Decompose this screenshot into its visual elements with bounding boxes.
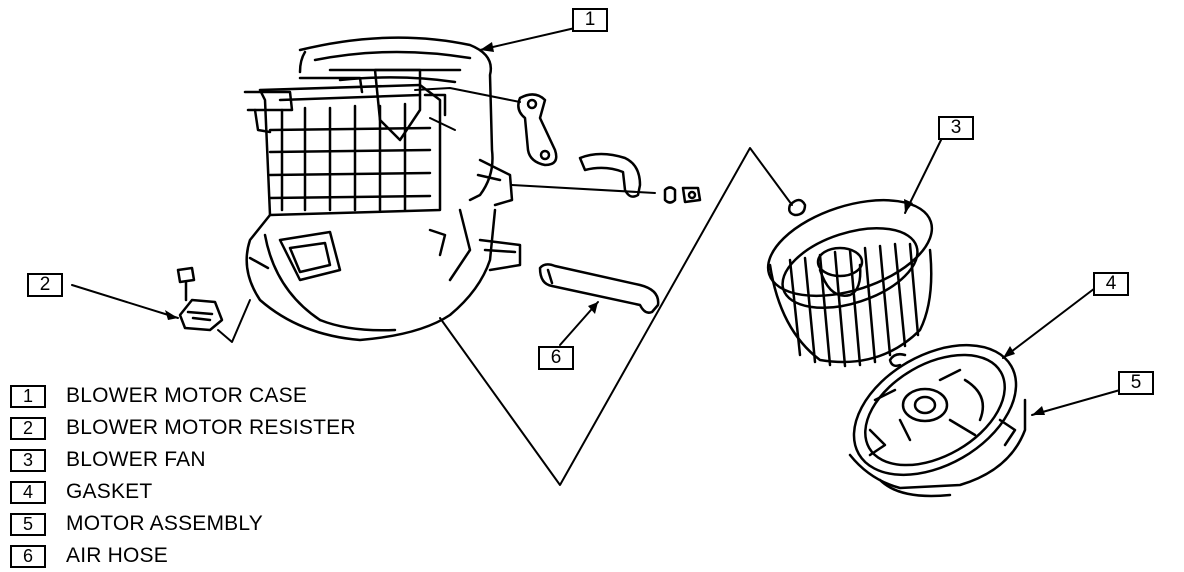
legend-label: MOTOR ASSEMBLY [66,512,263,535]
legend-number: 4 [10,480,46,504]
legend-item: 4 GASKET [10,476,356,508]
legend-number: 1 [10,384,46,408]
legend-item: 3 BLOWER FAN [10,444,356,476]
blower-motor-resister-drawing [176,266,224,332]
arrow-heads [165,42,1045,415]
parts-legend: 1 BLOWER MOTOR CASE 2 BLOWER MOTOR RESIS… [10,380,356,572]
leader-lines [71,27,1121,486]
callout-3: 3 [938,116,974,140]
legend-number: 3 [10,448,46,472]
legend-label: GASKET [66,480,153,503]
callout-5: 5 [1118,371,1154,395]
legend-item: 6 AIR HOSE [10,540,356,572]
legend-number: 2 [10,416,46,440]
callout-4: 4 [1093,272,1129,296]
callout-1: 1 [572,8,608,32]
blower-fan-drawing [766,198,934,368]
blower-motor-case-drawing [243,36,522,342]
motor-assembly-drawing [848,343,1027,498]
linkage-parts-drawing [517,93,702,204]
legend-label: BLOWER FAN [66,448,206,471]
air-hose-drawing [538,263,660,314]
callout-6: 6 [538,346,574,370]
legend-item: 5 MOTOR ASSEMBLY [10,508,356,540]
legend-number: 6 [10,544,46,568]
legend-label: BLOWER MOTOR RESISTER [66,416,356,439]
legend-number: 5 [10,512,46,536]
legend-item: 2 BLOWER MOTOR RESISTER [10,412,356,444]
legend-label: AIR HOSE [66,544,168,567]
legend-item: 1 BLOWER MOTOR CASE [10,380,356,412]
legend-label: BLOWER MOTOR CASE [66,384,308,407]
callout-2: 2 [27,273,63,297]
